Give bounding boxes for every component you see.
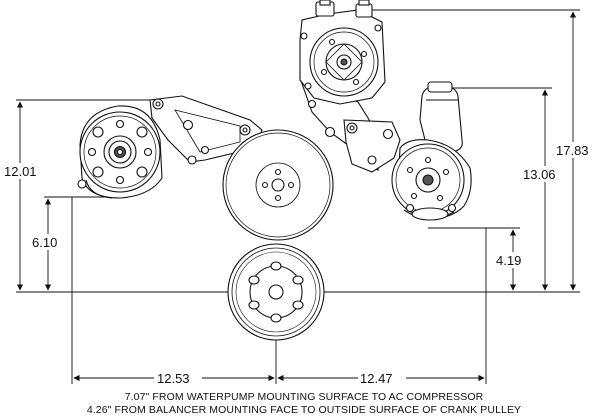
power-steering-bracket (343, 119, 401, 173)
dim-label-right-low: 4.19 (496, 253, 521, 268)
dim-label-right-inner: 13.06 (523, 167, 556, 182)
crank-pulley (227, 243, 325, 341)
dim-label-bottom-left: 12.53 (157, 371, 190, 386)
dim-label-bottom-right: 12.47 (360, 371, 393, 386)
caption-line-2: 4.26" FROM BALANCER MOUNTING FACE TO OUT… (87, 404, 521, 416)
dim-label-right-outer: 17.83 (556, 143, 589, 158)
caption-line-1: 7.07" FROM WATERPUMP MOUNTING SURFACE TO… (125, 391, 484, 403)
alternator (77, 105, 163, 199)
dim-label-left-outer: 12.01 (4, 164, 37, 179)
power-steering-reservoir (419, 81, 463, 153)
power-steering-pulley (391, 139, 472, 221)
dim-label-left-inner: 6.10 (32, 235, 57, 250)
dimension-labels: 12.01 6.10 17.83 13.06 4.19 12.53 12.47 (2, 142, 603, 386)
ac-compressor (299, 0, 386, 105)
alternator-bracket (149, 95, 263, 165)
dimension-lines (16, 9, 580, 384)
water-pump-pulley (222, 129, 334, 241)
